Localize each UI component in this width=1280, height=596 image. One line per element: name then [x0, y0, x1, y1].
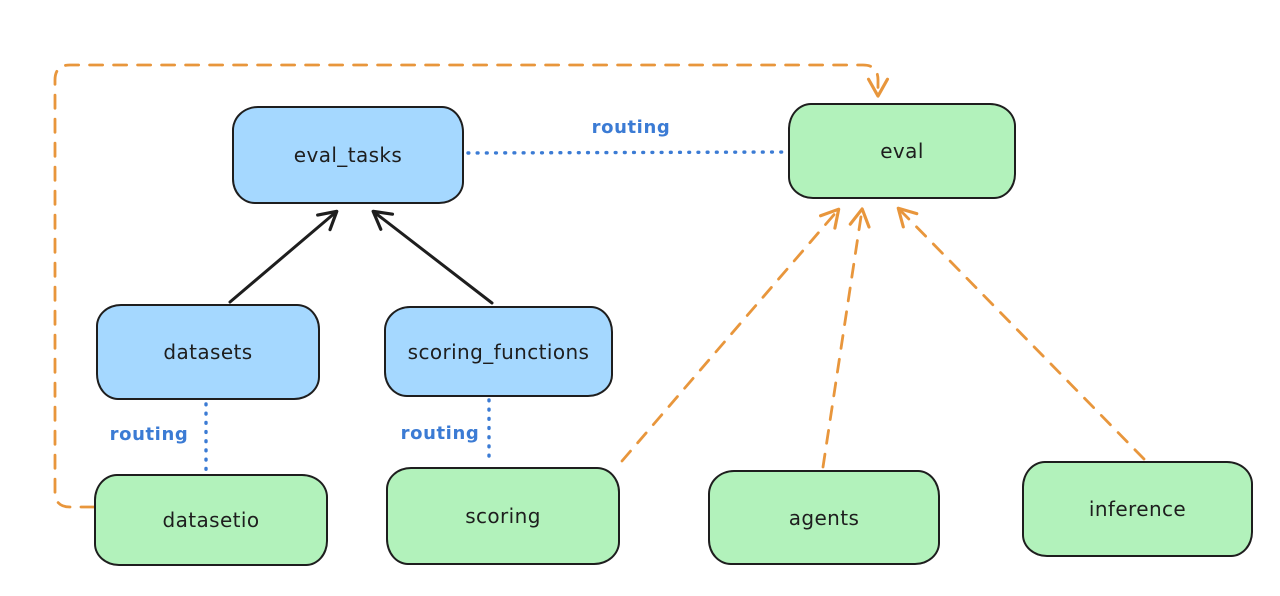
routing-label-datasets-datasetio: routing — [109, 424, 189, 445]
edge-inference-to-eval — [896, 206, 1146, 461]
node-scoring-functions-label: scoring_functions — [407, 339, 590, 364]
edge-datasetio-to-eval — [53, 63, 890, 509]
node-inference: inference — [1022, 461, 1253, 557]
edge-eval-tasks-to-eval-routing — [466, 150, 788, 155]
node-datasetio: datasetio — [94, 474, 328, 566]
edge-scoring-functions-to-eval-tasks — [371, 209, 494, 305]
node-datasetio-label: datasetio — [162, 508, 260, 532]
node-inference-label: inference — [1088, 497, 1187, 521]
edge-scoring-to-eval — [620, 207, 841, 463]
node-scoring-label: scoring — [465, 504, 541, 528]
node-eval: eval — [788, 103, 1016, 199]
node-eval-tasks: eval_tasks — [232, 106, 464, 204]
routing-label-scoring-functions-scoring: routing — [400, 423, 480, 444]
node-agents-label: agents — [788, 505, 860, 530]
edge-agents-to-eval — [821, 207, 871, 469]
node-datasets-label: datasets — [163, 340, 253, 364]
routing-label-eval-tasks-eval: routing — [591, 117, 671, 138]
node-agents: agents — [708, 470, 940, 565]
node-eval-tasks-label: eval_tasks — [293, 143, 403, 167]
node-scoring-functions: scoring_functions — [384, 306, 613, 397]
node-scoring: scoring — [386, 467, 620, 565]
node-eval-label: eval — [880, 139, 924, 163]
edge-datasets-to-eval-tasks — [228, 209, 339, 304]
node-datasets: datasets — [96, 304, 320, 400]
